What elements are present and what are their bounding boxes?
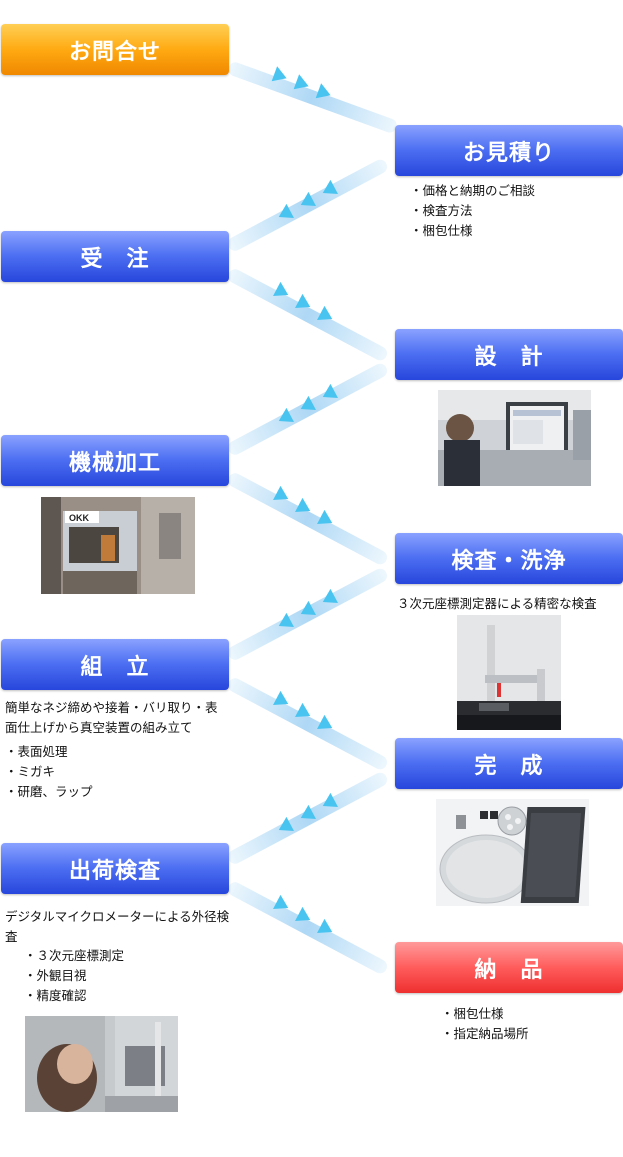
step-order: 受 注: [1, 231, 229, 282]
step-design: 設 計: [395, 329, 623, 380]
machining-photo: OKK: [41, 497, 195, 594]
list-item: ・梱包仕様: [410, 223, 473, 238]
list-item: ・表面処理: [5, 744, 68, 759]
shipping-photo: [25, 1016, 178, 1112]
connector-order-design: [225, 266, 390, 363]
completion-photo: [436, 799, 589, 906]
assembly-text: 簡単なネジ締めや接着・バリ取り・表面仕上げから真空装置の組み立て: [5, 700, 218, 735]
design-photo: [438, 390, 591, 486]
step-inquiry: お問合せ: [1, 24, 229, 75]
shipping-text: デジタルマイクロメーターによる外径検査: [5, 909, 230, 944]
list-item: ・精度確認: [24, 988, 87, 1003]
step-shipping-inspection: 出荷検査: [1, 843, 229, 894]
step-estimate: お見積り: [395, 125, 623, 176]
shipping-items: ・３次元座標測定 ・外観目視 ・精度確認: [24, 946, 124, 1006]
step-delivery: 納 品: [395, 942, 623, 993]
connector-machining-inspection: [225, 470, 390, 567]
list-item: ・梱包仕様: [441, 1006, 504, 1021]
list-item: ・３次元座標測定: [24, 948, 125, 963]
assembly-items: ・表面処理 ・ミガキ ・研磨、ラップ: [5, 742, 93, 802]
estimate-items: ・価格と納期のご相談 ・検査方法 ・梱包仕様: [410, 181, 535, 241]
step-assembly: 組 立: [1, 639, 229, 690]
list-item: ・研磨、ラップ: [5, 784, 93, 799]
list-item: ・価格と納期のご相談: [410, 183, 536, 198]
inspection-text: ３次元座標測定器による精密な検査: [397, 596, 597, 611]
delivery-items: ・梱包仕様 ・指定納品場所: [441, 1004, 529, 1044]
list-item: ・検査方法: [410, 203, 473, 218]
step-machining: 機械加工: [1, 435, 229, 486]
list-item: ・ミガキ: [5, 764, 56, 779]
machine-logo-label: OKK: [69, 513, 90, 523]
list-item: ・指定納品場所: [441, 1026, 529, 1041]
connector-inquiry-estimate: [226, 60, 399, 135]
step-completion: 完 成: [395, 738, 623, 789]
connector-assembly-completion: [225, 675, 390, 772]
list-item: ・外観目視: [24, 968, 87, 983]
connector-shipping-delivery: [225, 879, 390, 976]
step-inspection-wash: 検査・洗浄: [395, 533, 623, 584]
inspection-photo: [457, 615, 561, 730]
